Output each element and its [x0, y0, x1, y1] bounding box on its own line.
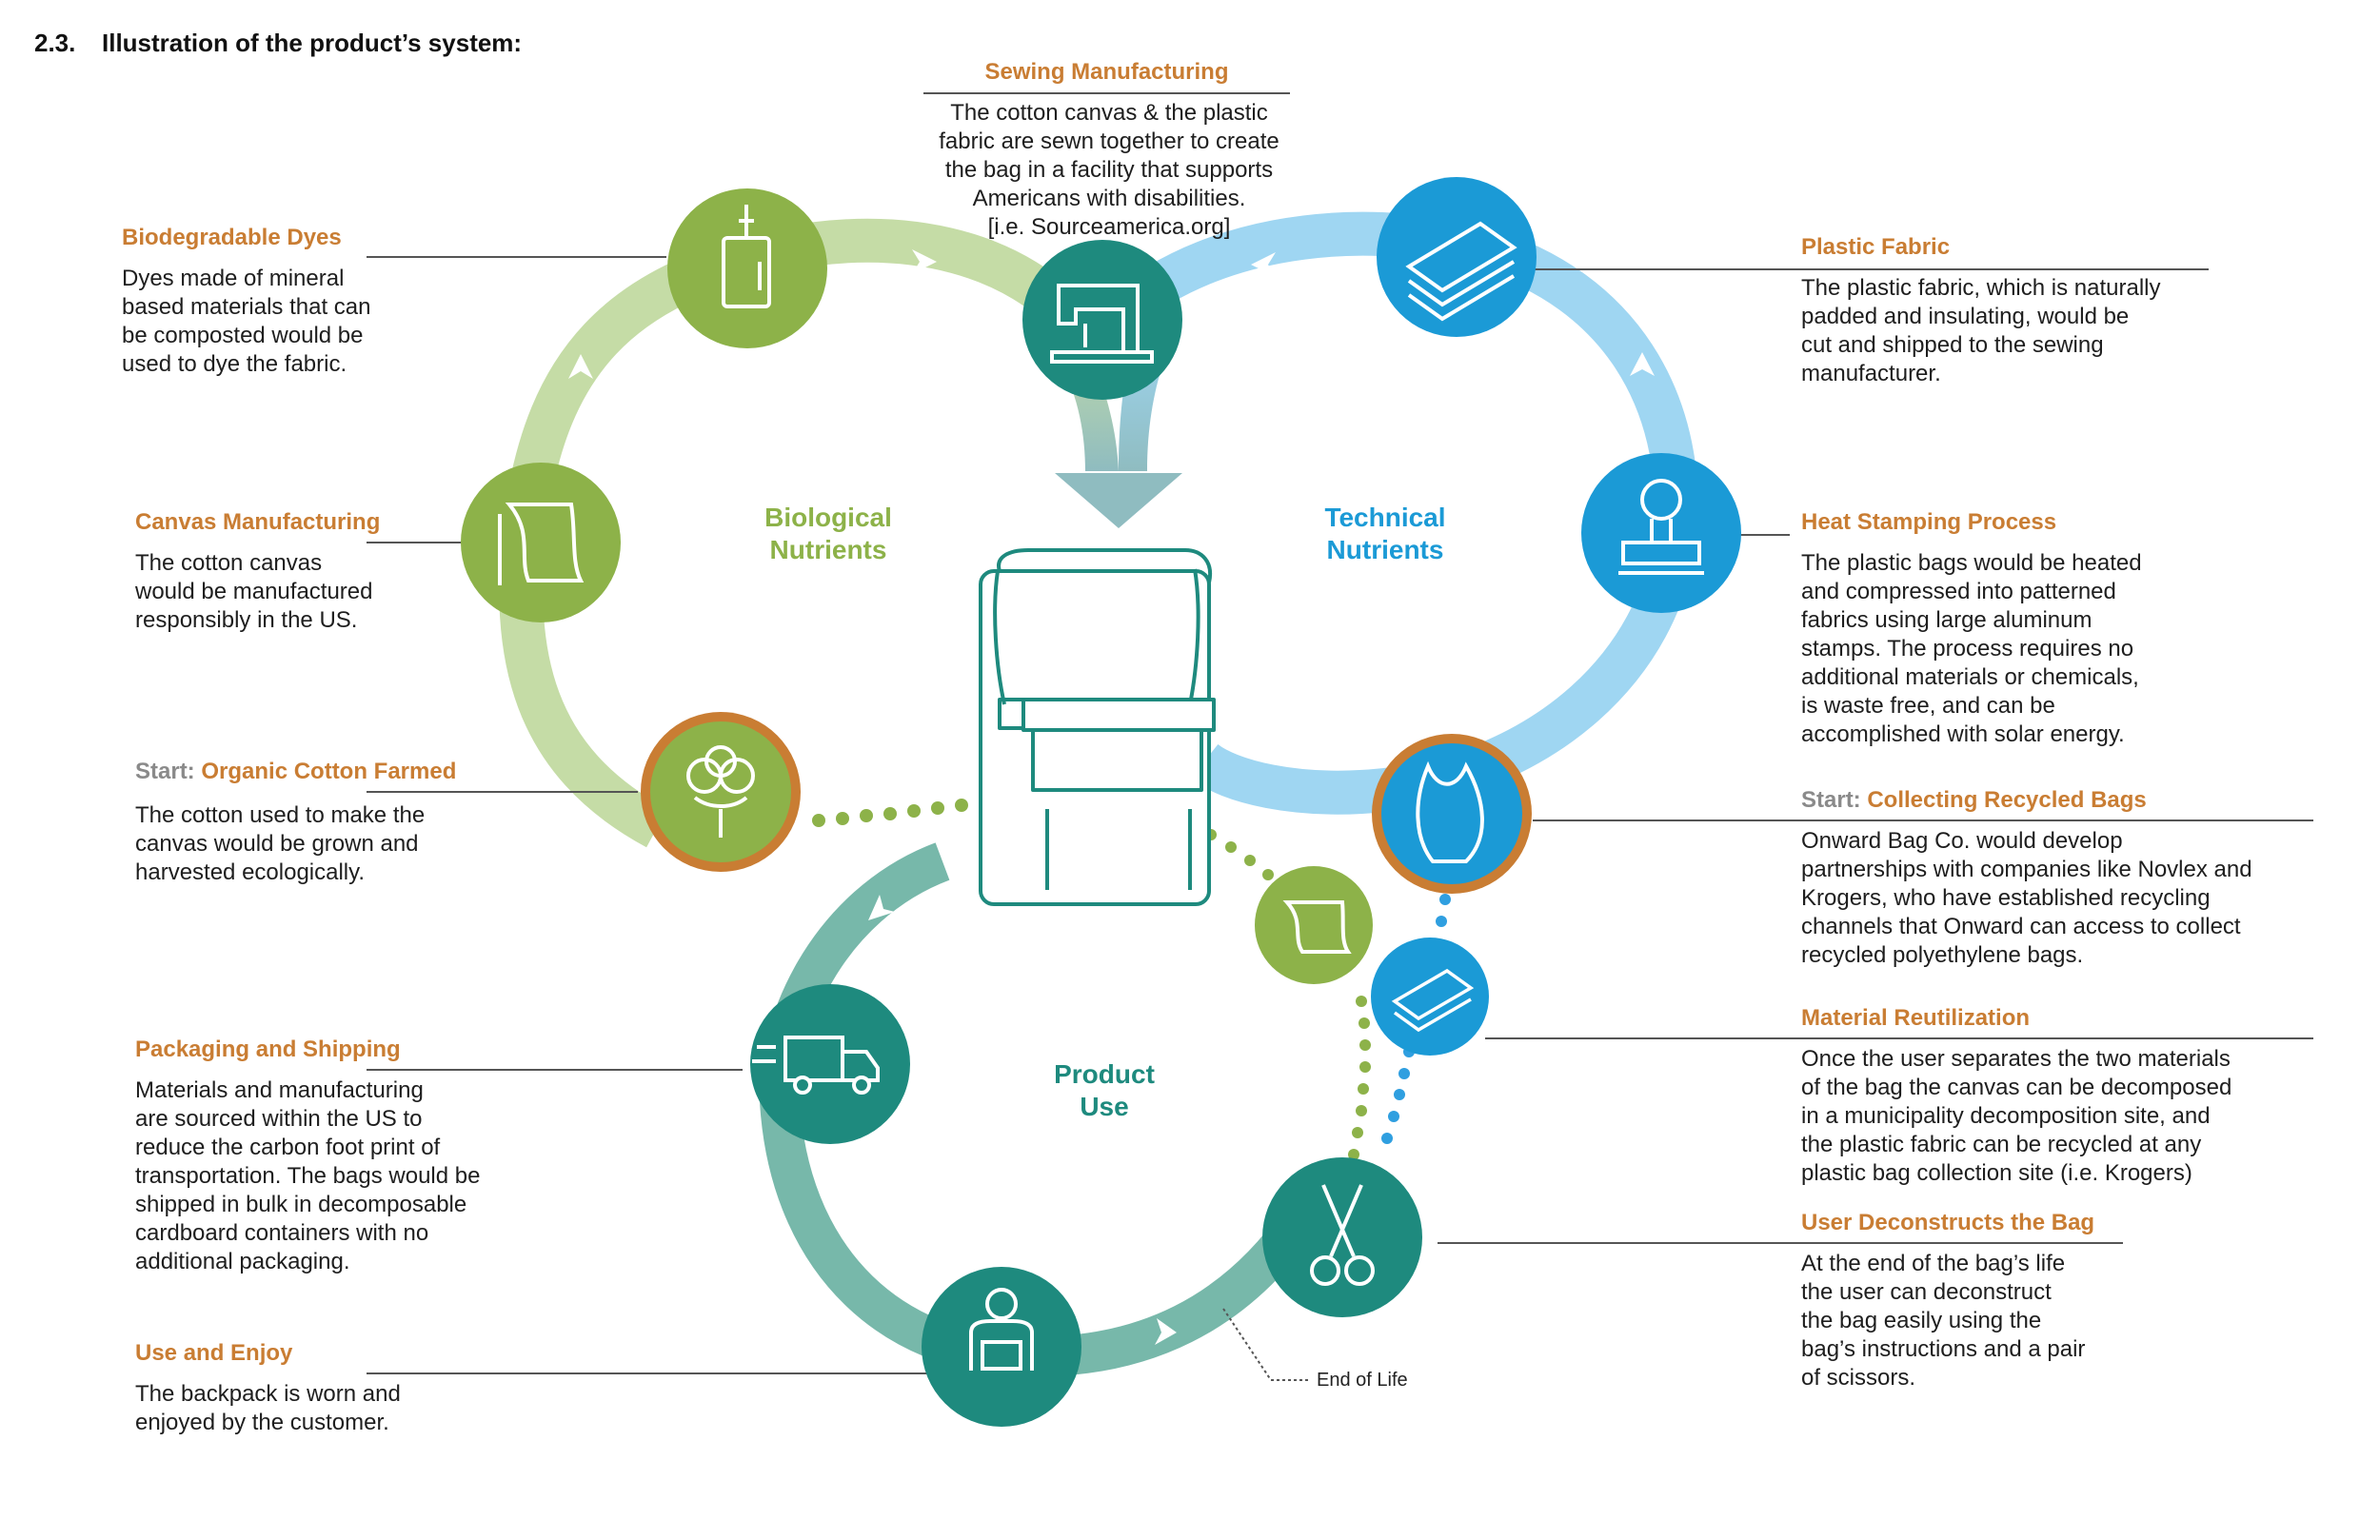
- plastic-bag-icon: [1416, 760, 1484, 863]
- biological-nutrients-label: Biological Nutrients: [764, 503, 892, 564]
- step-packaging: [750, 984, 910, 1144]
- delivery-truck-icon: [752, 1036, 880, 1095]
- cotton-start-label: Start:: [135, 759, 195, 784]
- deconstruct-text: At the end of the bag’s life the user ca…: [1801, 1251, 2086, 1391]
- step-recycled-bags: [1372, 734, 1532, 894]
- cotton-boll-icon: [686, 745, 755, 838]
- packaging-text: Materials and manufacturing are sourced …: [135, 1077, 481, 1274]
- backpack-wearer-icon: [969, 1288, 1034, 1371]
- down-arrow-to-bag: [1055, 473, 1182, 528]
- step-deconstruct: [1262, 1157, 1422, 1317]
- fabric-stack-icon: [1391, 968, 1475, 1033]
- arc-chevrons: [568, 249, 1655, 1345]
- step-dyes: [667, 188, 827, 348]
- step-use-enjoy: [922, 1267, 1081, 1427]
- dotted-connectors: [812, 799, 1451, 1160]
- use-enjoy-text: The backpack is worn and enjoyed by the …: [135, 1381, 401, 1435]
- label-leader-lines: [367, 92, 2313, 1381]
- step-material-reutilization: [1371, 938, 1489, 1056]
- dye-bottle-icon: [722, 205, 771, 308]
- plastic-fabric-title: Plastic Fabric: [1801, 234, 1951, 260]
- heat-stamping-text: The plastic bags would be heated and com…: [1801, 550, 2142, 747]
- canvas-roll-icon: [498, 503, 585, 585]
- scissors-icon: [1310, 1184, 1375, 1286]
- section-number: 2.3.: [34, 29, 76, 57]
- biological-cycle-arc: [499, 218, 1093, 848]
- deconstruct-title: User Deconstructs the Bag: [1801, 1210, 2095, 1235]
- stamp-icon: [1618, 479, 1704, 575]
- heat-stamping-title: Heat Stamping Process: [1801, 509, 2057, 535]
- step-heat-stamping: [1581, 453, 1741, 613]
- step-plastic-fabric: [1377, 177, 1537, 337]
- product-use-arc: [760, 842, 1321, 1377]
- material-reutilization-title: Material Reutilization: [1801, 1005, 2031, 1031]
- canvas-text: The cotton canvas would be manufactured …: [135, 550, 373, 633]
- cotton-title: Organic Cotton Farmed: [201, 759, 457, 784]
- cotton-title-row: Start: Organic Cotton Farmed: [135, 759, 456, 789]
- backpack-illustration: [979, 548, 1216, 906]
- dyes-title: Biodegradable Dyes: [122, 225, 342, 250]
- canvas-piece-icon: [1282, 900, 1352, 954]
- recycled-bags-start-label: Start:: [1801, 787, 1861, 813]
- step-canvas: [461, 463, 621, 622]
- recycled-bags-title: Collecting Recycled Bags: [1867, 787, 2147, 813]
- plastic-fabric-text: The plastic fabric, which is naturally p…: [1801, 275, 2161, 386]
- technical-nutrients-label: Technical Nutrients: [1324, 503, 1446, 564]
- recycled-bags-title-row: Start: Collecting Recycled Bags: [1801, 787, 2147, 818]
- recycled-bags-text: Onward Bag Co. would develop partnership…: [1801, 828, 2252, 968]
- sewing-title: Sewing Manufacturing: [984, 59, 1229, 85]
- product-use-label: Product Use: [1054, 1059, 1155, 1121]
- step-reuse-canvas: [1255, 866, 1373, 984]
- section-title: Illustration of the product’s system:: [102, 29, 523, 57]
- sewing-text: The cotton canvas & the plastic fabric a…: [939, 100, 1279, 240]
- cotton-text: The cotton used to make the canvas would…: [135, 802, 426, 885]
- step-sewing: [1022, 240, 1182, 400]
- sewing-machine-icon: [1050, 284, 1154, 364]
- fabric-stack-icon: [1405, 221, 1517, 322]
- canvas-title: Canvas Manufacturing: [135, 509, 381, 535]
- dyes-text: Dyes made of mineral based materials tha…: [122, 266, 371, 377]
- packaging-title: Packaging and Shipping: [135, 1037, 401, 1062]
- step-cotton: [641, 712, 801, 872]
- use-enjoy-title: Use and Enjoy: [135, 1340, 293, 1366]
- end-of-life-label: End of Life: [1317, 1370, 1408, 1391]
- material-reutilization-text: Once the user separates the two material…: [1801, 1046, 2232, 1186]
